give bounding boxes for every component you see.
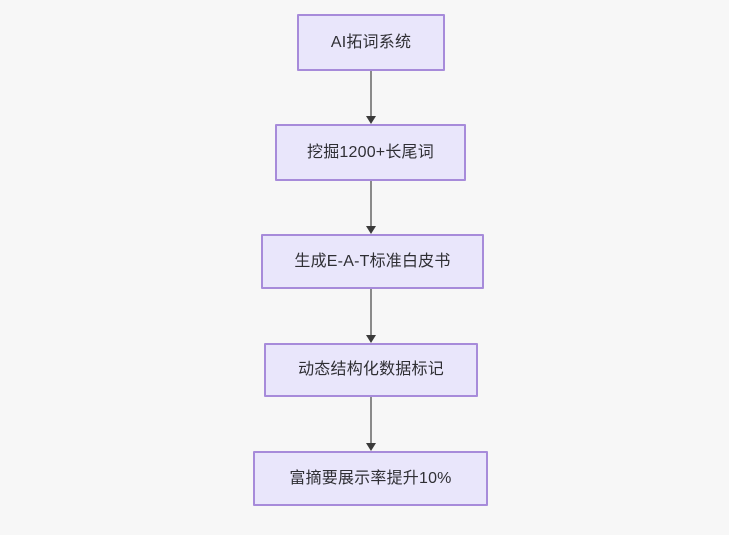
flow-edge-line [370, 397, 372, 444]
flow-edge-arrowhead-icon [366, 226, 376, 234]
flow-node-label: 动态结构化数据标记 [298, 361, 444, 379]
flow-edge-arrowhead-icon [366, 443, 376, 451]
flow-node-2[interactable]: 挖掘1200+长尾词 [275, 124, 466, 181]
flow-node-label: 生成E-A-T标准白皮书 [294, 252, 451, 270]
flow-edge-arrowhead-icon [366, 335, 376, 343]
flow-node-3[interactable]: 生成E-A-T标准白皮书 [261, 234, 484, 289]
flow-node-1[interactable]: AI拓词系统 [297, 14, 445, 71]
flow-node-5[interactable]: 富摘要展示率提升10% [253, 451, 488, 506]
flow-edge-line [370, 181, 372, 227]
flow-edge-line [370, 289, 372, 336]
flow-node-4[interactable]: 动态结构化数据标记 [264, 343, 478, 397]
flow-node-label: AI拓词系统 [330, 33, 412, 51]
flow-node-label: 富摘要展示率提升10% [289, 469, 452, 487]
flow-edge-arrowhead-icon [366, 116, 376, 124]
flow-node-label: 挖掘1200+长尾词 [307, 143, 434, 161]
flow-edge-line [370, 71, 372, 117]
